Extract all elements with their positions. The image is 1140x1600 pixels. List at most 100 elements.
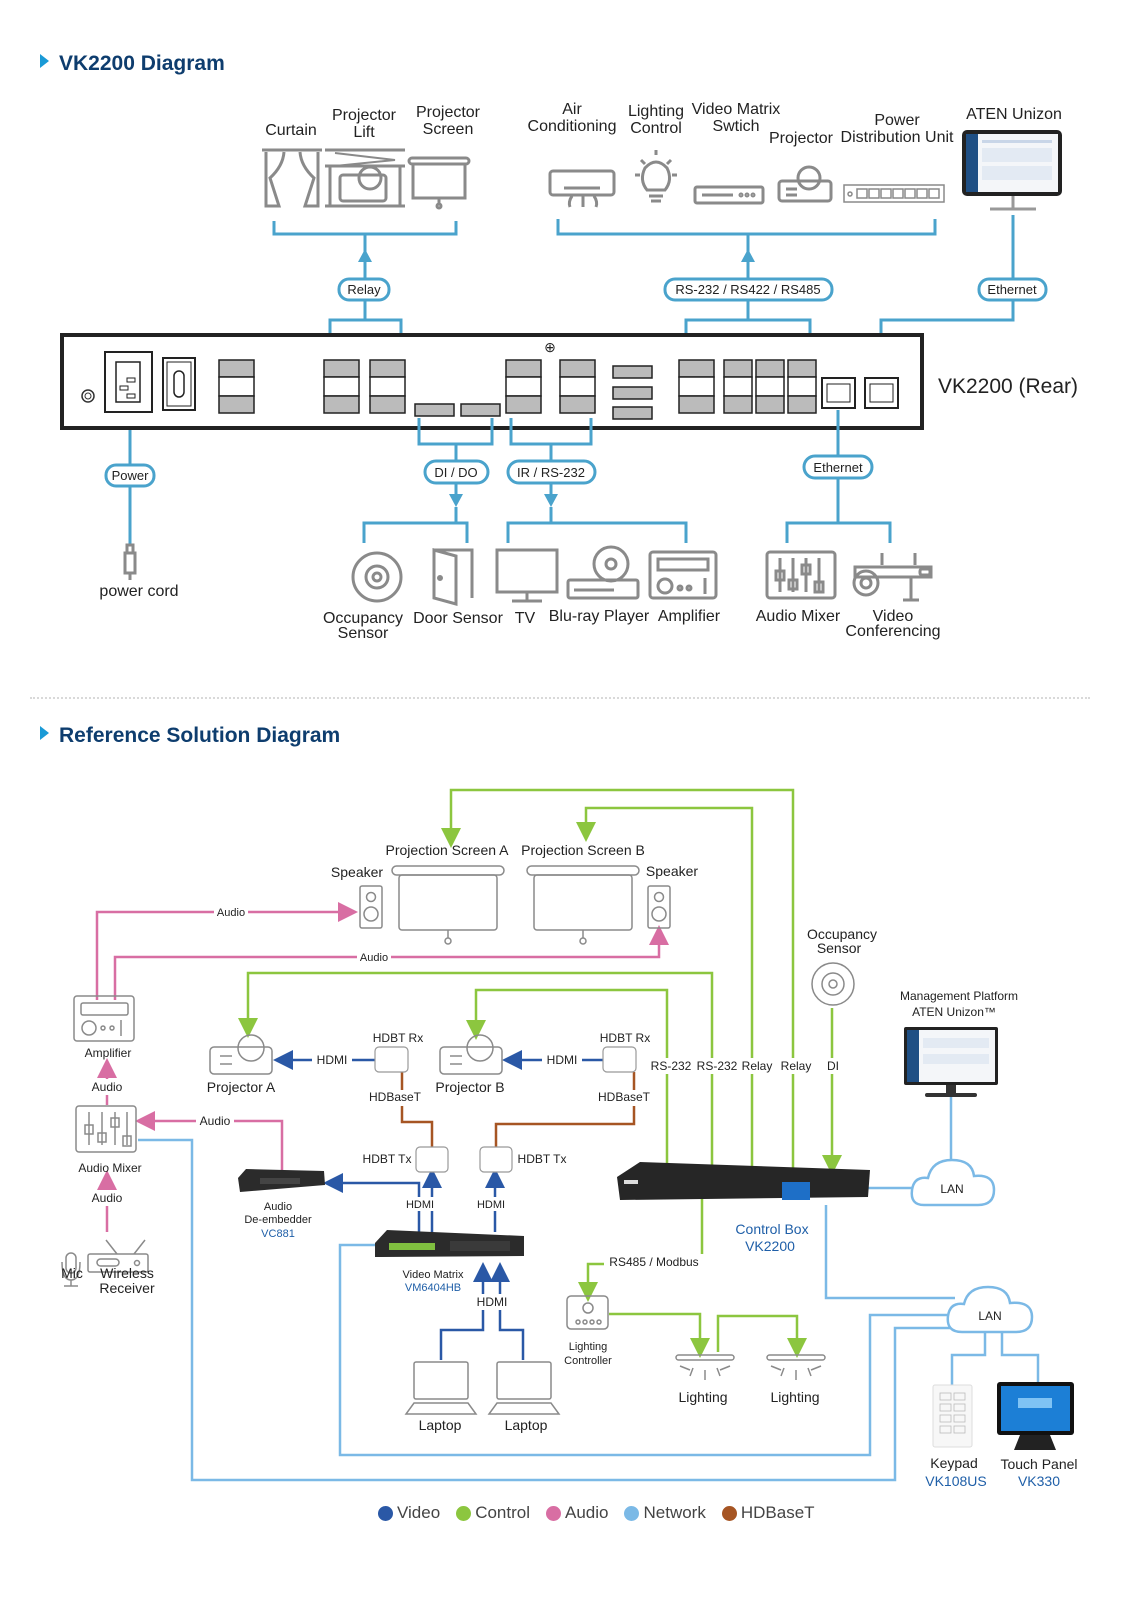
label-rs485-modbus: RS485 / Modbus — [609, 1255, 698, 1269]
label-hdbaset-1: HDBaseT — [369, 1090, 422, 1104]
triangle-bullet-icon — [40, 54, 49, 68]
label-projector: Projector — [769, 130, 834, 147]
video-line-laptop-1 — [439, 1262, 493, 1360]
svg-text:Ethernet: Ethernet — [813, 460, 863, 475]
mic-icon — [61, 1252, 81, 1287]
bluray-player-icon — [566, 545, 640, 600]
control-line-rs485 — [578, 1195, 704, 1302]
network-line-control-lan2 — [824, 1205, 955, 1300]
section-title-vk2200: VK2200 Diagram — [40, 52, 225, 76]
arrow-down-icon — [544, 494, 558, 507]
label-aten-unizon-tm: ATEN Unizon™ — [912, 1005, 996, 1019]
ethernet-top-pill — [977, 277, 1048, 302]
projector-screen-icon — [407, 156, 471, 210]
terminal-block — [723, 376, 753, 397]
terminal-block — [323, 359, 360, 378]
terminal-blocks — [218, 359, 817, 420]
audio-line-speaker-right — [113, 925, 669, 1000]
label-management-platform: Management Platform — [900, 989, 1018, 1003]
terminal-block — [612, 365, 653, 379]
terminal-block — [678, 359, 715, 378]
label-lan-1: LAN — [940, 1182, 963, 1196]
video-matrix-switch-icon — [693, 185, 765, 205]
svg-text:DI / DO: DI / DO — [434, 465, 477, 480]
control-box-device — [617, 1162, 870, 1200]
label-rs232-2: RS-232 — [697, 1059, 738, 1073]
terminal-block — [678, 395, 715, 414]
terminal-block — [787, 395, 817, 414]
hdbt-tx-b-box — [479, 1146, 513, 1173]
svg-text:RS-232 / RS422 / RS485: RS-232 / RS422 / RS485 — [675, 282, 820, 297]
power-pill — [104, 463, 156, 488]
terminal-block — [218, 359, 255, 378]
label-aten-unizon: ATEN Unizon — [966, 106, 1062, 123]
label-vk330: VK330 — [1018, 1473, 1060, 1489]
svg-text:Ethernet: Ethernet — [987, 282, 1037, 297]
projection-screen-b-icon — [526, 865, 640, 945]
audio-line-deembedder-mixer — [135, 1111, 284, 1170]
amplifier-icon — [73, 995, 135, 1042]
control-line-lighting-1 — [609, 1312, 710, 1358]
ir-line — [509, 418, 593, 500]
terminal-block — [755, 376, 785, 397]
lan-cloud-1-icon — [910, 1158, 996, 1207]
label-laptop-1: Laptop — [419, 1417, 462, 1433]
audio-mixer-icon — [765, 550, 837, 600]
label-mic: Mic — [61, 1265, 83, 1281]
hdbt-rx-a-box — [374, 1046, 409, 1073]
video-conferencing-icon — [852, 553, 933, 602]
label-audio-4: Audio — [92, 1191, 123, 1205]
label-keypad: Keypad — [930, 1455, 977, 1471]
arrow-up-icon — [741, 249, 755, 262]
video-line-laptop-2 — [490, 1262, 525, 1360]
terminal-block — [559, 359, 596, 378]
label-lighting-2: Lighting — [770, 1389, 819, 1405]
label-power-cord: power cord — [99, 583, 178, 600]
unizon-monitor-icon — [904, 1027, 998, 1097]
terminal-block — [755, 359, 785, 378]
label-di: DI — [827, 1059, 839, 1073]
label-speaker-left: Speaker — [331, 864, 383, 880]
label-amplifier: Amplifier — [658, 608, 721, 625]
tv-icon — [495, 548, 559, 603]
dido-bracket — [362, 507, 469, 543]
label-vk2200: VK2200 — [745, 1238, 795, 1254]
relay-bracket — [272, 221, 458, 236]
terminal-block — [460, 403, 501, 417]
label-vc881: VC881 — [261, 1228, 295, 1240]
control-line-lighting-2 — [716, 1314, 807, 1358]
terminal-block — [723, 395, 753, 414]
hdbt-tx-a-box — [415, 1146, 449, 1173]
projector-b-icon — [439, 1034, 503, 1075]
hdbaset-line-b — [494, 1072, 636, 1148]
triangle-bullet-icon — [40, 726, 49, 740]
label-audio-5: Audio — [200, 1114, 231, 1128]
label-lan-2: LAN — [978, 1309, 1001, 1323]
audio-line-speaker-left — [95, 902, 358, 1000]
control-line-screen-b — [576, 806, 754, 1168]
label-projector-a: Projector A — [207, 1079, 276, 1095]
label-bluray-player: Blu-ray Player — [549, 608, 650, 625]
lighting-2-icon — [766, 1354, 826, 1380]
power-cord-icon — [123, 543, 137, 580]
speaker-right-icon — [647, 885, 671, 929]
occupancy-sensor-icon — [811, 962, 855, 1006]
terminal-block — [323, 376, 360, 397]
label-projector-b: Projector B — [435, 1079, 504, 1095]
terminal-block — [414, 403, 455, 417]
laptop-2-icon — [487, 1361, 561, 1415]
ethernet-port-icon — [821, 377, 899, 409]
legend-item-control: Control — [456, 1503, 530, 1523]
device-name-vk2200-rear: VK2200 (Rear) — [938, 375, 1078, 398]
label-audio-3: Audio — [92, 1080, 123, 1094]
label-rs232-1: RS-232 — [651, 1059, 692, 1073]
label-touch-panel: Touch Panel — [1000, 1456, 1077, 1472]
section-title-reference: Reference Solution Diagram — [40, 724, 340, 748]
terminal-block — [787, 359, 817, 378]
hdbaset-line-a — [400, 1072, 434, 1148]
audio-deembedder-device — [238, 1169, 325, 1192]
dido-line — [417, 418, 494, 500]
